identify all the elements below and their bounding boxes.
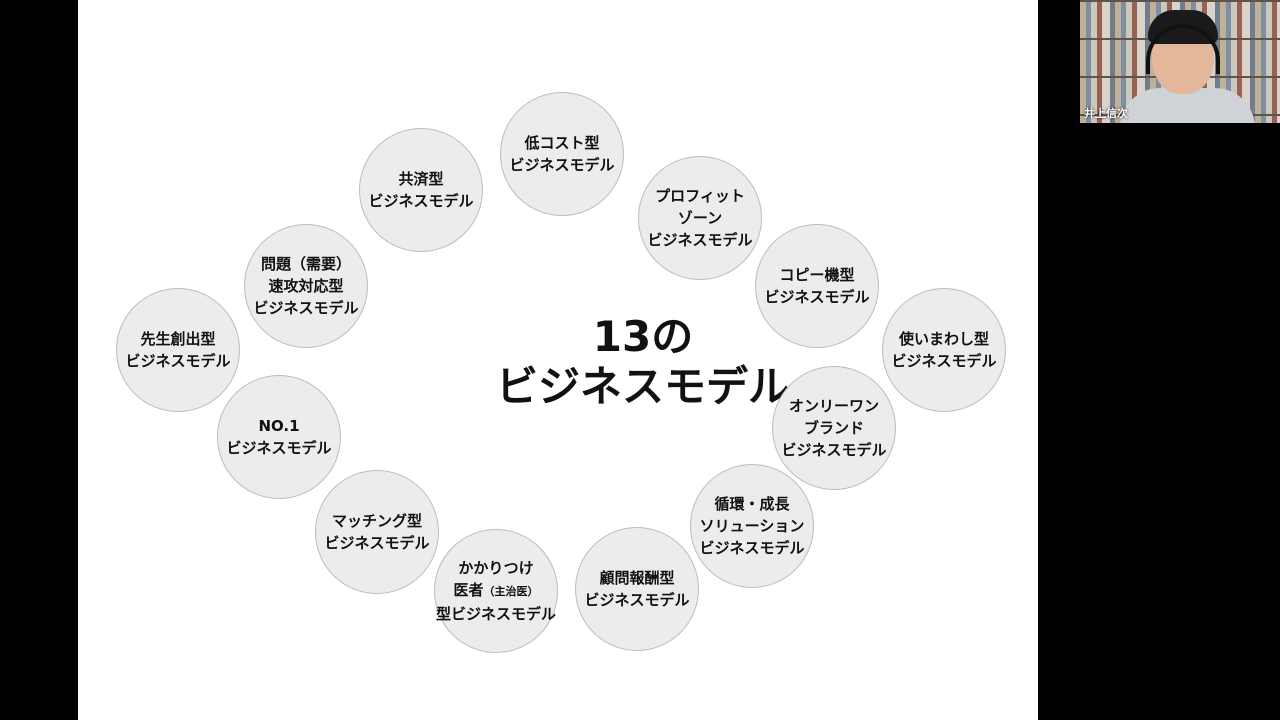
business-model-circle-profit-zone: プロフィットゾーンビジネスモデル [638, 156, 762, 280]
business-model-circle-copier: コピー機型ビジネスモデル [755, 224, 879, 348]
business-model-circle-matching: マッチング型ビジネスモデル [315, 470, 439, 594]
circle-label-line: ビジネスモデル [584, 589, 689, 611]
circle-label-line: ビジネスモデル [647, 229, 752, 251]
circle-label-line: プロフィット [655, 185, 745, 207]
circle-label-line: コピー機型 [779, 264, 854, 286]
circle-label-line: 顧問報酬型 [599, 567, 674, 589]
slide-title-line-1: 13の [478, 312, 808, 362]
circle-label-line: ビジネスモデル [781, 439, 886, 461]
circle-label-line: ビジネスモデル [891, 350, 996, 372]
circle-label-line: ゾーン [678, 207, 722, 229]
slide-title: 13の ビジネスモデル [478, 312, 808, 412]
circle-label-line: 低コスト型 [524, 132, 599, 154]
circle-label-line: ビジネスモデル [764, 286, 869, 308]
business-model-circle-only-one: オンリーワンブランドビジネスモデル [772, 366, 896, 490]
circle-label-line: 問題（需要） [261, 253, 351, 275]
circle-label-note: （主治医） [484, 585, 539, 598]
circle-label-line: 共済型 [398, 168, 443, 190]
circle-label-line: ビジネスモデル [509, 154, 614, 176]
circle-label-line: 速攻対応型 [268, 275, 343, 297]
business-model-circle-cycle-growth: 循環・成長ソリューションビジネスモデル [690, 464, 814, 588]
business-model-circle-low-cost: 低コスト型ビジネスモデル [500, 92, 624, 216]
circle-label-line: マッチング型 [332, 510, 422, 532]
circle-label-line: ビジネスモデル [253, 297, 358, 319]
circle-label-line: 先生創出型 [140, 328, 215, 350]
business-model-circle-problem-solving: 問題（需要）速攻対応型ビジネスモデル [244, 224, 368, 348]
circle-label-line: 使いまわし型 [899, 328, 989, 350]
circle-label-line: ビジネスモデル [699, 537, 804, 559]
presentation-slide: 13の ビジネスモデル 低コスト型ビジネスモデルプロフィットゾーンビジネスモデル… [78, 0, 1038, 720]
circle-label-line: ブランド [804, 417, 864, 439]
circle-label-line: NO.1 [258, 415, 299, 437]
circle-label-line: 型ビジネスモデル [436, 603, 556, 625]
circle-label-line: 医者（主治医） [453, 579, 538, 603]
circle-label-line: ソリューション [700, 515, 805, 537]
circle-label-line: ビジネスモデル [324, 532, 429, 554]
circle-label-line: ビジネスモデル [368, 190, 473, 212]
business-model-circle-family-doctor: かかりつけ医者（主治医）型ビジネスモデル [434, 529, 558, 653]
business-model-circle-first-mover: 先生創出型ビジネスモデル [116, 288, 240, 412]
business-model-circle-advisory-fee: 顧問報酬型ビジネスモデル [575, 527, 699, 651]
circle-label-line: ビジネスモデル [125, 350, 230, 372]
circle-label-line: ビジネスモデル [226, 437, 331, 459]
participant-video-tile[interactable]: 井上信次 [1080, 0, 1280, 123]
circle-label-line: 循環・成長 [714, 493, 789, 515]
slide-title-line-2: ビジネスモデル [478, 362, 808, 412]
circle-label-line: かかりつけ [458, 557, 533, 579]
business-model-circle-reuse: 使いまわし型ビジネスモデル [882, 288, 1006, 412]
circle-label-line: オンリーワン [789, 395, 879, 417]
participant-name: 井上信次 [1082, 104, 1130, 122]
business-model-circle-mutual-aid: 共済型ビジネスモデル [359, 128, 483, 252]
